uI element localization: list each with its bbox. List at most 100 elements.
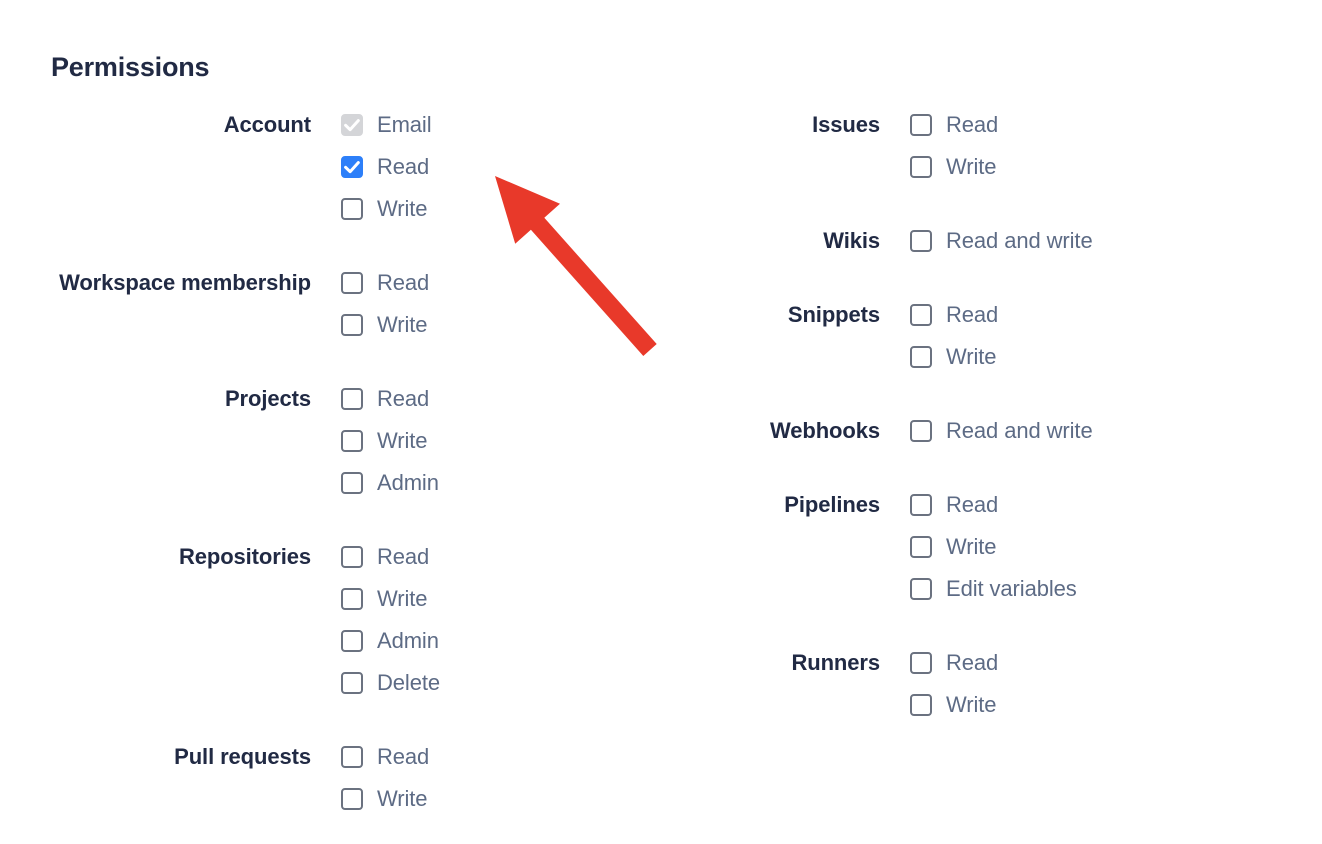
- option-label: Write: [377, 586, 428, 611]
- group-label-pipelines: Pipelines: [784, 492, 880, 517]
- projects-admin-checkbox[interactable]: [341, 472, 363, 494]
- option-row-pull-requests-write[interactable]: Write: [341, 778, 600, 820]
- option-label: Write: [377, 312, 428, 337]
- option-row-workspace-membership-read[interactable]: Read: [341, 262, 600, 304]
- option-label: Write: [946, 344, 997, 369]
- permission-group-webhooks: Webhooks Read and write: [600, 410, 1220, 452]
- projects-write-checkbox[interactable]: [341, 430, 363, 452]
- option-label: Read and write: [946, 418, 1093, 443]
- option-row-projects-admin[interactable]: Admin: [341, 462, 600, 504]
- repositories-admin-checkbox[interactable]: [341, 630, 363, 652]
- option-list-wikis: Read and write: [910, 220, 1220, 262]
- group-label-repositories: Repositories: [178, 544, 311, 569]
- option-row-snippets-read[interactable]: Read: [910, 294, 1220, 336]
- repositories-write-checkbox[interactable]: [341, 588, 363, 610]
- option-row-runners-read[interactable]: Read: [910, 642, 1220, 684]
- option-label: Read: [377, 270, 430, 295]
- account-write-checkbox[interactable]: [341, 198, 363, 220]
- group-label-wikis: Wikis: [823, 228, 880, 253]
- snippets-read-checkbox[interactable]: [910, 304, 932, 326]
- group-label-account: Account: [223, 112, 311, 137]
- option-label: Read: [377, 744, 430, 769]
- option-label: Write: [946, 692, 997, 717]
- option-row-pipelines-read[interactable]: Read: [910, 484, 1220, 526]
- snippets-write-checkbox[interactable]: [910, 346, 932, 368]
- option-row-repositories-admin[interactable]: Admin: [341, 620, 600, 662]
- option-row-issues-read[interactable]: Read: [910, 104, 1220, 146]
- option-row-account-read[interactable]: Read: [341, 146, 600, 188]
- permission-group-wikis: Wikis Read and write: [600, 220, 1220, 262]
- repositories-read-checkbox[interactable]: [341, 546, 363, 568]
- group-label-snippets: Snippets: [787, 302, 880, 327]
- option-label: Write: [946, 534, 997, 559]
- repositories-delete-checkbox[interactable]: [341, 672, 363, 694]
- option-label: Read: [946, 302, 999, 327]
- runners-read-checkbox[interactable]: [910, 652, 932, 674]
- runners-write-checkbox[interactable]: [910, 694, 932, 716]
- option-row-projects-read[interactable]: Read: [341, 378, 600, 420]
- option-row-repositories-write[interactable]: Write: [341, 578, 600, 620]
- option-label: Write: [946, 154, 997, 179]
- option-label: Read: [946, 112, 999, 137]
- account-read-checkbox[interactable]: [341, 156, 363, 178]
- option-label: Read: [377, 154, 430, 179]
- option-row-wikis-read-and-write[interactable]: Read and write: [910, 220, 1220, 262]
- option-row-projects-write[interactable]: Write: [341, 420, 600, 462]
- issues-read-checkbox[interactable]: [910, 114, 932, 136]
- option-row-account-write[interactable]: Write: [341, 188, 600, 230]
- option-label: Write: [377, 196, 428, 221]
- option-row-repositories-delete[interactable]: Delete: [341, 662, 600, 704]
- issues-write-checkbox[interactable]: [910, 156, 932, 178]
- pull-requests-write-checkbox[interactable]: [341, 788, 363, 810]
- option-label: Admin: [377, 470, 439, 495]
- option-label: Write: [377, 428, 428, 453]
- webhooks-read-and-write-checkbox[interactable]: [910, 420, 932, 442]
- option-row-webhooks-read-and-write[interactable]: Read and write: [910, 410, 1220, 452]
- workspace-membership-read-checkbox[interactable]: [341, 272, 363, 294]
- option-row-pull-requests-read[interactable]: Read: [341, 736, 600, 778]
- option-label: Delete: [377, 670, 440, 695]
- option-row-snippets-write[interactable]: Write: [910, 336, 1220, 378]
- option-label: Read: [377, 386, 430, 411]
- pipelines-edit-variables-checkbox[interactable]: [910, 578, 932, 600]
- option-label: Read: [946, 492, 999, 517]
- option-row-runners-write[interactable]: Write: [910, 684, 1220, 726]
- option-label: Read and write: [946, 228, 1093, 253]
- projects-read-checkbox[interactable]: [341, 388, 363, 410]
- option-row-workspace-membership-write[interactable]: Write: [341, 304, 600, 346]
- option-label: Admin: [377, 628, 439, 653]
- group-label-webhooks: Webhooks: [769, 418, 880, 443]
- page-title: Permissions: [51, 52, 210, 82]
- workspace-membership-write-checkbox[interactable]: [341, 314, 363, 336]
- pipelines-write-checkbox[interactable]: [910, 536, 932, 558]
- pull-requests-read-checkbox[interactable]: [341, 746, 363, 768]
- option-row-pipelines-write[interactable]: Write: [910, 526, 1220, 568]
- group-label-issues: Issues: [812, 112, 880, 137]
- option-row-pipelines-edit-variables[interactable]: Edit variables: [910, 568, 1220, 610]
- wikis-read-and-write-checkbox[interactable]: [910, 230, 932, 252]
- option-label: Read: [377, 544, 430, 569]
- pipelines-read-checkbox[interactable]: [910, 494, 932, 516]
- account-email-checkbox: [341, 114, 363, 136]
- option-row-account-email[interactable]: Email: [341, 104, 600, 146]
- option-row-repositories-read[interactable]: Read: [341, 536, 600, 578]
- option-list-webhooks: Read and write: [910, 410, 1220, 452]
- option-label: Read: [946, 650, 999, 675]
- option-row-issues-write[interactable]: Write: [910, 146, 1220, 188]
